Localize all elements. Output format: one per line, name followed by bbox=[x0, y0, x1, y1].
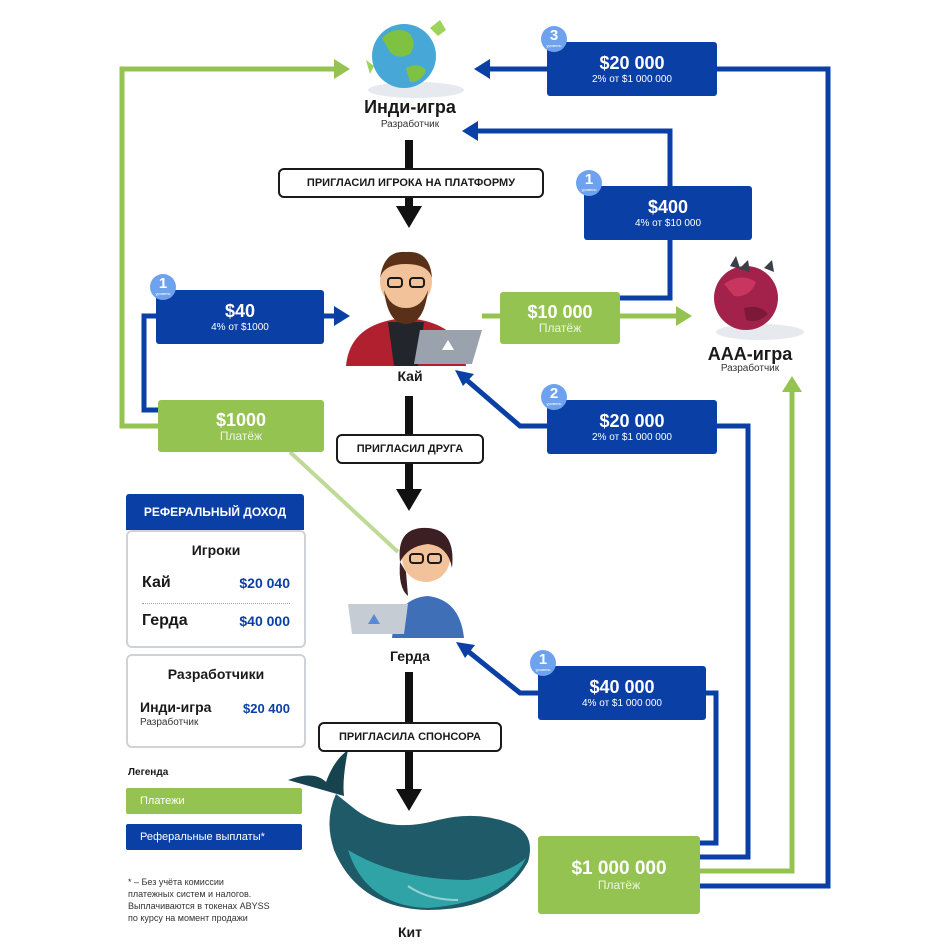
step-invite-player: ПРИГЛАСИЛ ИГРОКА НА ПЛАТФОРМУ bbox=[278, 168, 544, 198]
globe-icon bbox=[366, 20, 464, 98]
note: Платёж bbox=[538, 320, 582, 335]
developers-title: Разработчики bbox=[167, 666, 265, 682]
ref-kai-40-box: $40 4% от $1000 bbox=[156, 290, 324, 344]
legend-title: Легенда bbox=[128, 767, 169, 778]
developer-name: Инди-игра bbox=[140, 699, 212, 715]
note: 4% от $10 000 bbox=[634, 217, 702, 229]
kai-avatar bbox=[346, 251, 482, 366]
player-value: $40 000 bbox=[239, 613, 290, 629]
legend-referral-payouts: Реферальные выплаты* bbox=[126, 824, 302, 850]
developer-value: $20 400 bbox=[243, 701, 290, 716]
amount: $20 000 bbox=[599, 410, 665, 431]
player-name: Кай bbox=[142, 574, 171, 591]
step-invite-sponsor: ПРИГЛАСИЛА СПОНСОРА bbox=[318, 722, 502, 752]
pay-1000000-box: $1 000 000 Платёж bbox=[538, 836, 700, 914]
ref-indie-400-box: $400 4% от $10 000 bbox=[584, 186, 752, 240]
referral-income-header: РЕФЕРАЛЬНЫЙ ДОХОД bbox=[126, 494, 304, 530]
player-value: $20 040 bbox=[239, 575, 290, 591]
legend-payments: Платежи bbox=[126, 788, 302, 814]
amount: $20 000 bbox=[599, 52, 665, 73]
aaa-game-subtitle: Разработчик bbox=[720, 363, 780, 374]
footnote: * – Без учёта комиссии платежных систем … bbox=[128, 877, 270, 923]
amount: $1 000 000 bbox=[571, 857, 667, 879]
gerda-avatar bbox=[348, 527, 464, 638]
note: 4% от $1 000 000 bbox=[582, 697, 662, 709]
player-name: Герда bbox=[142, 612, 188, 629]
kai-title: Кай bbox=[397, 368, 423, 384]
amount: $10 000 bbox=[527, 301, 593, 322]
indie-game-title: Инди-игра bbox=[364, 97, 456, 117]
ref-gerda-40000-box: $40 000 4% от $1 000 000 bbox=[538, 666, 706, 720]
divider bbox=[142, 603, 290, 604]
note: 2% от $1 000 000 bbox=[592, 431, 672, 443]
gerda-title: Герда bbox=[390, 648, 430, 664]
ref-indie-20000-box: $20 000 2% от $1 000 000 bbox=[547, 42, 717, 96]
developers-panel: Разработчики Инди-игра Разработчик $20 4… bbox=[126, 654, 306, 748]
players-title: Игроки bbox=[191, 542, 241, 558]
players-panel: Игроки Кай $20 040 Герда $40 000 bbox=[126, 530, 306, 648]
ref-kai-20000-box: $20 000 2% от $1 000 000 bbox=[547, 400, 717, 454]
amount: $1000 bbox=[215, 409, 267, 430]
note: Платёж bbox=[219, 428, 263, 443]
aaa-game-title: ААА-игра bbox=[707, 344, 793, 364]
note: Платёж bbox=[597, 877, 641, 892]
amount: $40 bbox=[224, 300, 256, 321]
amount: $40 000 bbox=[589, 676, 655, 697]
whale-title: Кит bbox=[397, 924, 422, 940]
step-invite-friend: ПРИГЛАСИЛ ДРУГА bbox=[336, 434, 484, 464]
amount: $400 bbox=[647, 196, 689, 217]
note: 2% от $1 000 000 bbox=[592, 73, 672, 85]
note: 4% от $1000 bbox=[211, 321, 269, 333]
whale-icon bbox=[288, 750, 530, 910]
developer-role: Разработчик bbox=[140, 717, 199, 728]
planet-icon bbox=[714, 256, 804, 340]
indie-game-subtitle: Разработчик bbox=[380, 119, 440, 130]
pay-10000-box: $10 000 Платёж bbox=[500, 292, 620, 344]
pay-1000-box: $1000 Платёж bbox=[158, 400, 324, 452]
